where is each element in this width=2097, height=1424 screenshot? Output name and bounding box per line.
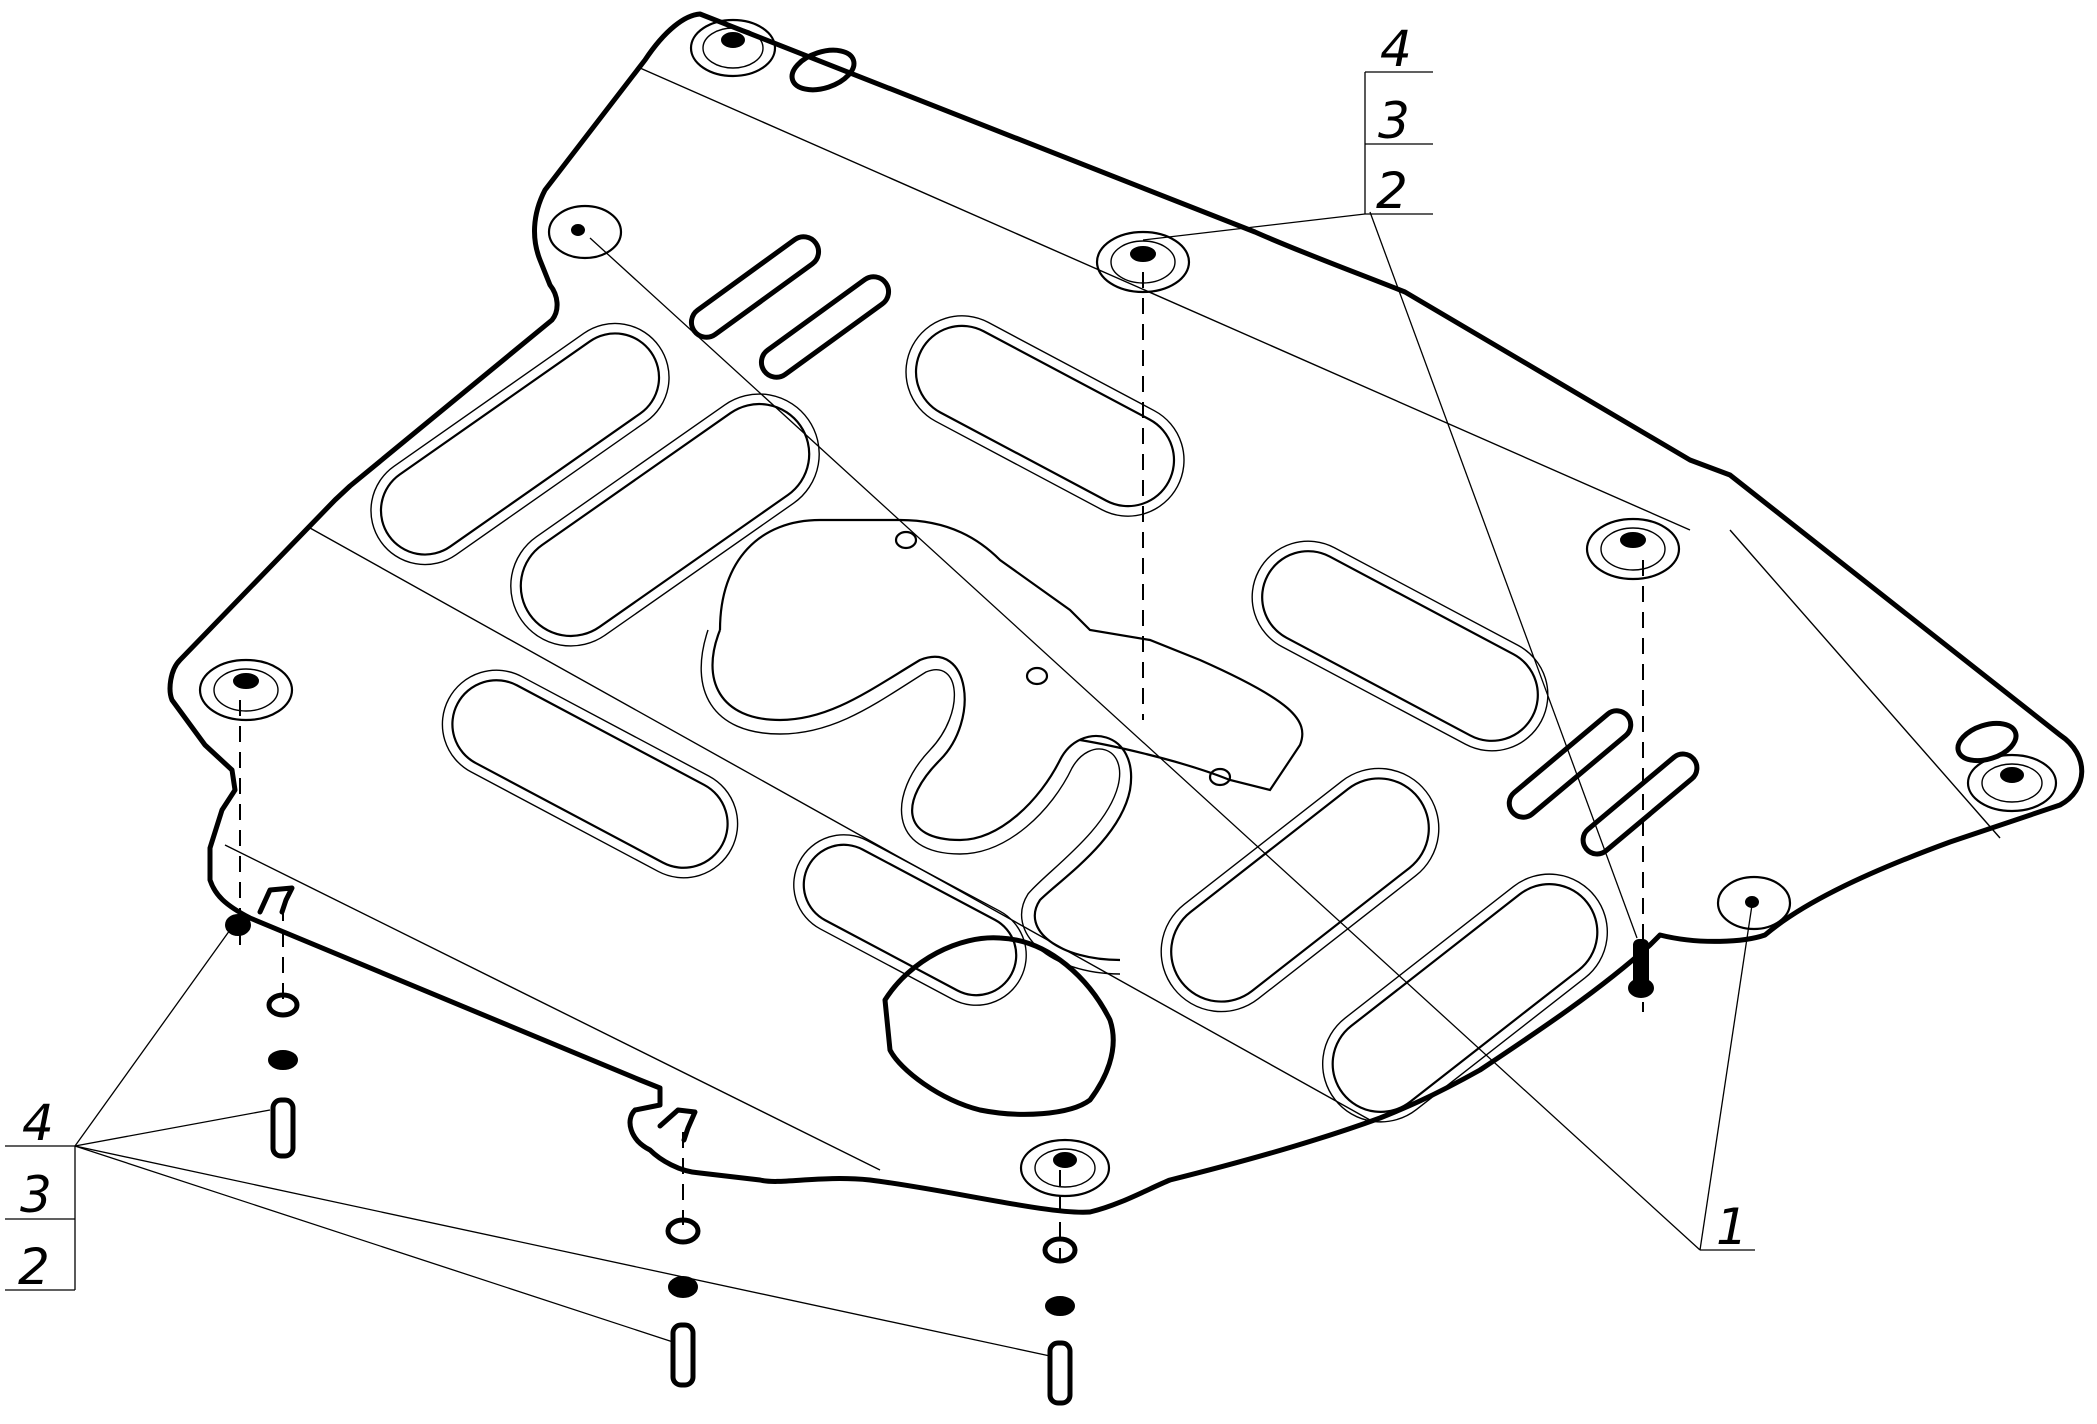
edge-tab-left [257, 885, 295, 915]
rib-7 [1331, 883, 1599, 1113]
rib-6 [1170, 777, 1430, 1003]
rib-6-edge [1160, 767, 1440, 1013]
bend-line-middle [309, 527, 1371, 1121]
bend-line-lower [224, 844, 881, 1171]
spring-washer-bottom [1045, 1296, 1075, 1316]
mount-boss-top [689, 18, 777, 78]
plate-outline [167, 11, 2085, 1215]
small-hole-3 [1208, 767, 1232, 787]
rib-2 [519, 402, 811, 638]
rib-4-edge [1251, 540, 1549, 752]
callout-label-1: 1 [1716, 1198, 1748, 1256]
callout-label-4-top: 4 [1380, 20, 1412, 78]
assembly-axes [239, 272, 1644, 1260]
mount-boss-upper-left [547, 204, 623, 260]
bolt-middle [670, 1322, 696, 1388]
bolt-right [1628, 939, 1654, 998]
bolt-left [270, 1097, 296, 1159]
mount-boss-right-lower [1716, 875, 1792, 931]
rib-4 [1261, 550, 1539, 742]
bolt-left-upper [225, 914, 251, 936]
mount-boss-bottom [1019, 1138, 1111, 1198]
callout-label-3-top: 3 [1378, 92, 1410, 150]
fastener-stack-middle [665, 1217, 701, 1388]
rib-7-edge [1321, 873, 1609, 1123]
mount-boss-far-right [1966, 753, 2058, 813]
fastener-stack-left [266, 992, 300, 1159]
rib-serpentine-top [718, 518, 1304, 792]
callout-part-1: 1 [1700, 1198, 1755, 1256]
rib-serpentine-edge [700, 629, 1121, 975]
rib-3-edge [905, 315, 1185, 517]
spring-washer-middle [668, 1276, 698, 1298]
small-hole-1 [894, 530, 918, 550]
slot-holes [688, 47, 2019, 857]
mount-boss-left [198, 658, 294, 722]
callout-label-3-bottom: 3 [20, 1166, 52, 1224]
rib-1 [379, 332, 661, 556]
callout-label-2-top: 2 [1376, 162, 1408, 220]
stiffening-ribs [370, 315, 1609, 1123]
washer-left [266, 992, 300, 1018]
rib-5 [451, 679, 729, 869]
bend-line-upper [639, 67, 1691, 531]
slot-4 [1580, 751, 1700, 857]
spring-washer-left [268, 1050, 298, 1070]
bolt-bottom [1047, 1340, 1073, 1406]
rib-1-edge [370, 322, 670, 566]
fastener-stack-bottom [1042, 1236, 1078, 1406]
slot-2 [758, 274, 892, 380]
slot-1 [688, 234, 822, 340]
callout-label-4-bottom: 4 [22, 1094, 54, 1152]
skid-plate [167, 11, 2085, 1215]
leaders [74, 211, 1753, 1357]
rib-8-edge [793, 834, 1027, 1006]
washer-bottom [1042, 1236, 1078, 1264]
bend-line-right [1729, 529, 2001, 839]
rib-8 [802, 843, 1018, 997]
small-hole-2 [1025, 666, 1049, 686]
edge-tab-bottom [657, 1107, 698, 1143]
fasteners [225, 914, 1654, 1406]
mounting-points [198, 18, 2058, 1198]
callout-bottom-left: 4 3 2 [5, 1094, 76, 1296]
mount-boss-upper-mid [1095, 230, 1191, 294]
callout-label-2-bottom: 2 [18, 1238, 50, 1296]
service-hatch [882, 935, 1116, 1117]
mount-boss-right-mid [1585, 517, 1681, 581]
washer-middle [665, 1217, 701, 1245]
callout-top-right: 4 3 2 [1364, 20, 1433, 220]
oval-hole-top [789, 47, 857, 93]
rib-5-edge [441, 669, 739, 879]
rib-2-edge [510, 393, 820, 647]
rib-serpentine [711, 629, 1133, 962]
rib-3 [914, 324, 1176, 508]
slot-3 [1506, 708, 1634, 820]
